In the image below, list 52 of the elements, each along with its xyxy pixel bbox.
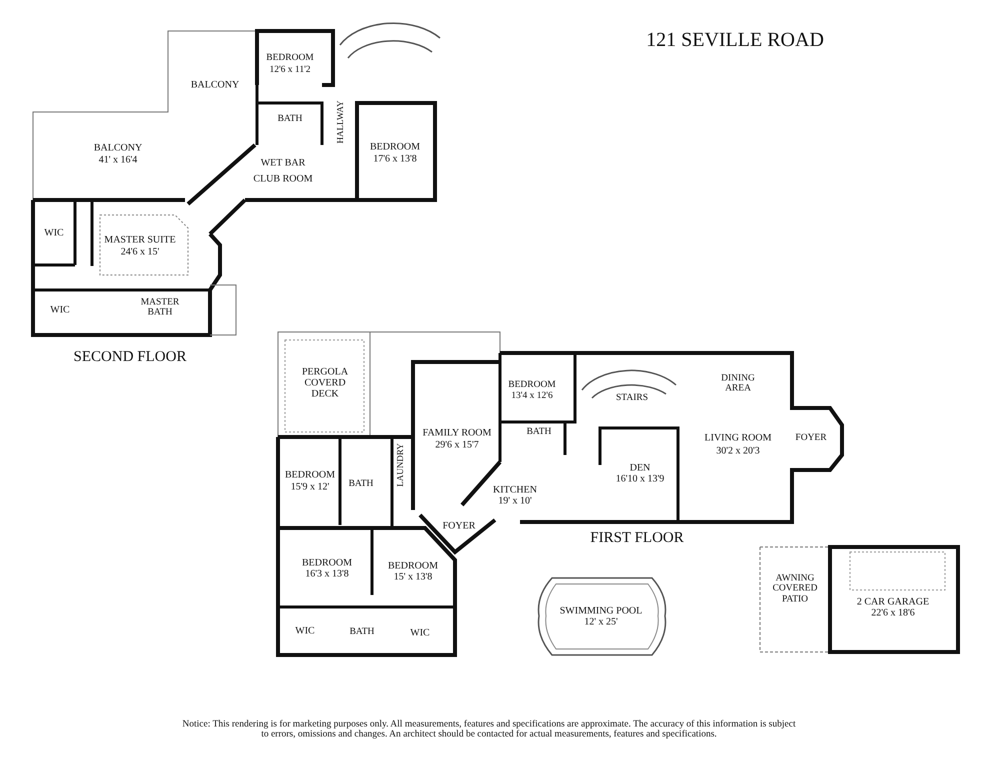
room-label: MASTER BATH [140,298,180,318]
room-label: PERGOLA COVERD DECK [300,366,350,400]
room-dimension: 15' x 13'8 [394,572,432,582]
room-dimension: 16'10 x 13'9 [616,474,664,484]
room-dimension: 22'6 x 18'6 [871,608,915,618]
room-label: WET BAR [260,158,306,168]
room-dimension: 12'6 x 11'2 [269,64,311,76]
room-label: LAUNDRY [396,443,406,487]
floor-label: SECOND FLOOR [74,348,186,366]
room-dimension: 24'6 x 15' [120,246,160,258]
room-label: CLUB ROOM [253,174,313,184]
room-label: BEDROOM [388,560,438,572]
notice-text: Notice: This rendering is for marketing purposes only. All measurements, features and specifications are approximate. The accuracy of this information is subject to errors, omissions and changes. An architect should be contacted for actual measurements, features and specifications. [181,720,797,740]
room-label: DEN [630,462,650,474]
room-label: FAMILY ROOM [422,428,492,438]
room-label: BEDROOM [266,52,314,64]
room-label: HALLWAY [336,100,346,144]
room-label: BATH [526,426,552,438]
room-dimension: 41' x 16'4 [98,154,138,166]
room-label: BEDROOM [302,558,352,568]
floor-label: FIRST FLOOR [590,530,684,546]
room-dimension: 16'3 x 13'8 [305,568,349,580]
room-label: KITCHEN [493,484,537,496]
room-dimension: 19' x 10' [498,496,532,506]
room-label: DINING AREA [720,374,756,394]
room-dimension: 17'6 x 13'8 [373,154,417,164]
room-label: BATH [278,114,302,124]
room-label: WIC [295,626,315,636]
room-label: FOYER [795,432,827,444]
plan-title: 121 SEVILLE ROAD [646,29,824,51]
room-label: WIC [410,628,430,638]
room-label: MASTER SUITE [104,234,176,246]
room-label: BEDROOM [508,380,556,390]
room-label: BATH [350,626,374,638]
room-dimension: 29'6 x 15'7 [435,440,479,450]
room-label: WIC [50,304,70,316]
room-label: BATH [348,478,374,490]
room-dimension: 2 CAR GARAGE [856,596,930,608]
room-dimension: 13'4 x 12'6 [511,390,553,402]
room-label: BALCONY [190,80,240,90]
room-dimension: 15'9 x 12' [290,482,330,492]
room-label: BEDROOM [285,470,335,480]
room-label: BEDROOM [370,142,420,152]
room-label: LIVING ROOM [704,432,772,444]
room-label: STAIRS [616,392,648,404]
room-label: WIC [44,228,64,238]
room-label: AWNING COVERED PATIO [772,573,818,605]
room-label: FOYER [442,520,476,532]
room-dimension: 12' x 25' [584,616,618,628]
room-dimension: 30'2 x 20'3 [716,446,760,456]
room-label: BALCONY [94,142,142,154]
room-label: SWIMMING POOL [560,606,642,616]
